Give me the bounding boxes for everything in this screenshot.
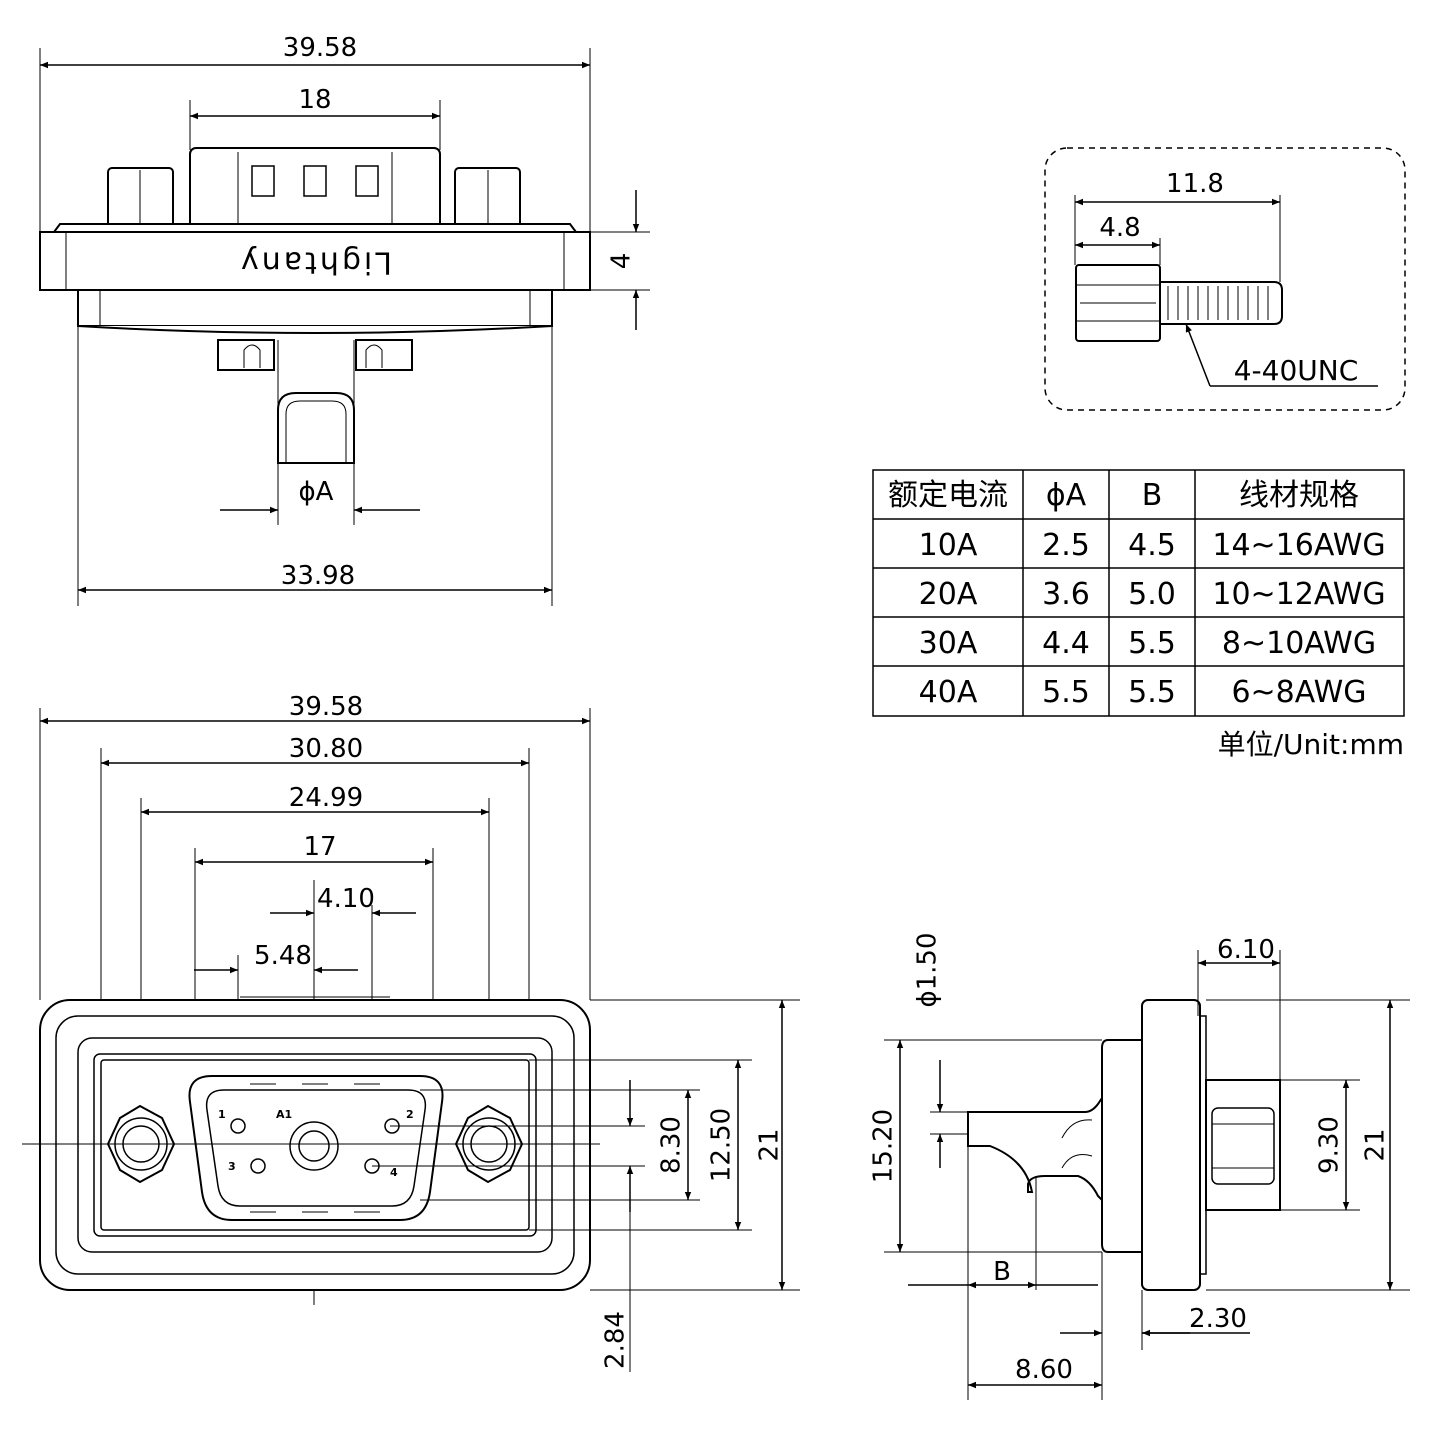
pin-label-1: 1 (218, 1108, 226, 1121)
mount-hole-dim: 24.99 (289, 783, 363, 813)
top-shell-dim: 18 (298, 85, 331, 115)
hole-spacing-dim: 30.80 (289, 734, 363, 764)
table-cell: 5.5 (1128, 626, 1176, 661)
pin-spacing-upper-dim: 4.10 (317, 884, 375, 914)
screw-detail: 11.8 4.8 4-40UNC (1044, 147, 1406, 411)
table-cell: 10~12AWG (1212, 577, 1385, 612)
top-view: 39.58 18 Lightany (39, 33, 650, 606)
table-cell: 5.5 (1128, 675, 1176, 710)
flange-thickness-dim: 4 (607, 253, 637, 270)
spec-table: 额定电流 ϕA B 线材规格 10A 2.5 4.5 14~16AWG 20A 3.6 5.0 10~… (872, 469, 1405, 761)
table-cell: 8~10AWG (1222, 626, 1376, 661)
table-cell: 40A (919, 675, 978, 710)
flange-depth-dim: 6.10 (1217, 935, 1275, 965)
side-height-dim: 21 (1361, 1128, 1391, 1161)
pin-label-4: 4 (390, 1166, 398, 1179)
pin-diameter-dim: ϕA (299, 477, 334, 507)
bottom-width-dim: 33.98 (281, 561, 355, 591)
table-cell: 10A (919, 528, 978, 563)
table-cell: 3.6 (1042, 577, 1090, 612)
table-header-cell: 额定电流 (888, 478, 1008, 513)
table-cell: 30A (919, 626, 978, 661)
table-header-cell: 线材规格 (1239, 478, 1359, 513)
table-cell: 4.4 (1042, 626, 1090, 661)
table-cell: 20A (919, 577, 978, 612)
pin-spacing-lower-dim: 5.48 (254, 941, 312, 971)
screw-length-dim: 11.8 (1166, 169, 1224, 199)
nut-height-dim: 9.30 (1315, 1116, 1345, 1174)
shell-width-dim: 17 (303, 832, 336, 862)
cable-length-dim: B (993, 1257, 1011, 1287)
front-width-dim: 39.58 (289, 692, 363, 722)
brand-mark: Lightany (238, 245, 392, 280)
pin-label-3: 3 (228, 1160, 236, 1173)
unit-note: 单位/Unit:mm (1218, 728, 1404, 761)
table-cell: 5.5 (1042, 675, 1090, 710)
body-height-dim: 15.20 (869, 1109, 899, 1183)
table-cell: 2.5 (1042, 528, 1090, 563)
table-cell: 6~8AWG (1231, 675, 1366, 710)
front-view: 39.58 30.80 24.99 17 4.10 5.48 (22, 692, 800, 1372)
table-cell: 4.5 (1128, 528, 1176, 563)
screw-head-dim: 4.8 (1099, 213, 1140, 243)
pin-row-dim: 8.30 (657, 1116, 687, 1174)
shell-height-dim: 12.50 (707, 1108, 737, 1182)
side-flange-thickness-dim: 2.30 (1189, 1304, 1247, 1334)
pin-label-2: 2 (406, 1108, 414, 1121)
tail-length-dim: 8.60 (1015, 1355, 1073, 1385)
offset-bottom-dim: 2.84 (601, 1311, 631, 1369)
table-header-cell: ϕA (1046, 478, 1087, 513)
front-height-dim: 21 (755, 1128, 785, 1161)
pin-label-a1: A1 (276, 1108, 292, 1121)
side-pin-diameter-dim: ϕ1.50 (913, 932, 943, 1007)
table-cell: 14~16AWG (1212, 528, 1385, 563)
side-view: ϕ1.50 15.20 6.10 9.30 21 B 2.30 8.6 (869, 932, 1410, 1400)
table-cell: 5.0 (1128, 577, 1176, 612)
thread-spec-label: 4-40UNC (1234, 354, 1359, 387)
table-header-cell: B (1142, 478, 1163, 513)
top-width-dim: 39.58 (283, 33, 357, 63)
